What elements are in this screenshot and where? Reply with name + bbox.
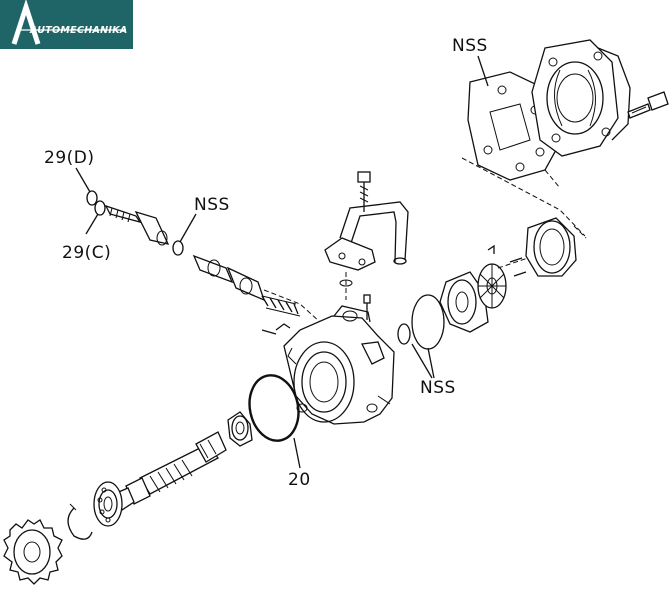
seal-ring-29d xyxy=(86,190,98,206)
flow-control-spool xyxy=(192,254,266,302)
cam-ring xyxy=(525,217,577,277)
brand-logo: AUTOMECHANIKA xyxy=(0,0,133,49)
shaft-seal xyxy=(227,411,253,447)
body-plug-bolt xyxy=(363,294,371,320)
snap-ring xyxy=(67,503,93,540)
callout-nss-valve-oring: NSS xyxy=(194,195,230,215)
callout-nss-body-orings: NSS xyxy=(420,378,456,398)
callout-29c: 29(C) xyxy=(62,243,112,263)
valve-oring-nss xyxy=(172,240,184,256)
rear-cover-bolt xyxy=(627,91,669,119)
shaft-oring-20 xyxy=(248,374,300,442)
valve-spring xyxy=(261,295,301,317)
callout-20: 20 xyxy=(288,470,311,490)
rotor-vanes xyxy=(477,263,507,309)
relief-valve-plug xyxy=(104,204,170,246)
body-oring-small-nss xyxy=(397,323,411,345)
seal-ring-29c xyxy=(94,200,106,216)
leader-lines xyxy=(75,55,489,469)
pump-body xyxy=(283,305,395,425)
callout-29d: 29(D) xyxy=(44,148,95,168)
rear-cover xyxy=(531,39,631,157)
callout-nss-rear-gasket: NSS xyxy=(452,36,488,56)
outlet-tube xyxy=(324,201,409,271)
drive-gear xyxy=(3,519,63,585)
dowel-pins xyxy=(487,244,527,277)
ball-bearing xyxy=(93,481,123,527)
body-oring-large-nss xyxy=(411,294,445,350)
side-plate xyxy=(439,271,489,333)
brand-logo-text: AUTOMECHANIKA xyxy=(30,25,128,36)
a-chevron-logo-icon xyxy=(11,0,126,45)
outlet-tube-bolt xyxy=(357,171,371,212)
drive-shaft xyxy=(113,431,227,511)
relief-pin xyxy=(261,323,291,335)
